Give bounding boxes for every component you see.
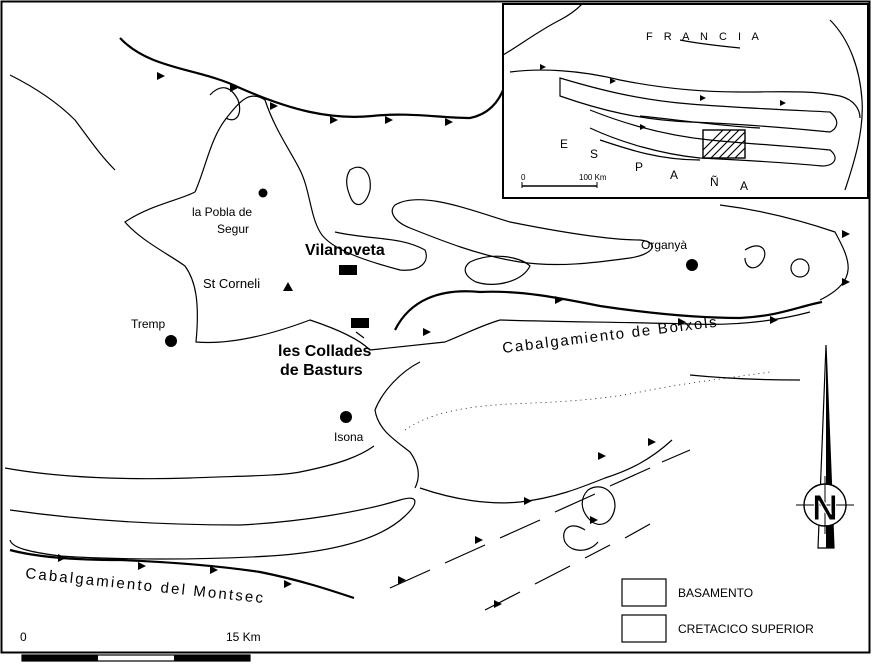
inset-inner-line-1	[639, 115, 761, 129]
legend-basamento-label: BASAMENTO	[678, 586, 753, 600]
scale-bar: 0 15 Km	[20, 630, 261, 662]
vilanoveta-site-marker	[339, 265, 357, 275]
fault-oval	[581, 486, 616, 525]
inset-south-belt	[589, 109, 836, 167]
montsec-thrust-label: Cabalgamiento del Montsec	[25, 565, 266, 607]
inset-scale-label: 100 Km	[579, 173, 607, 182]
small-lens	[464, 255, 531, 285]
legend-cretacico-label: CRETACICO SUPERIOR	[678, 622, 814, 636]
lower-right-contact	[689, 374, 801, 381]
scale-bar-segment-1	[22, 655, 98, 661]
northern-thrust-line	[119, 37, 507, 120]
boixols-thrust-label: Cabalgamiento de Boixols	[501, 314, 719, 357]
vilanoveta-label: Vilanoveta	[305, 242, 385, 259]
inset-espana-p: P	[635, 160, 643, 174]
organya-arc	[744, 245, 766, 269]
inset-espana-e: E	[560, 137, 568, 151]
pobla-label-line2: Segur	[217, 222, 249, 236]
south-west-contact-upper	[4, 445, 375, 480]
collades-label-line1: les Collades	[278, 343, 371, 360]
thrust-teeth	[58, 72, 850, 608]
inset-study-area-hatch	[702, 129, 746, 159]
boixols-thrust-line	[394, 290, 823, 331]
inset-axial-zone	[559, 77, 838, 133]
inset-frame	[502, 3, 869, 199]
fault-hook	[563, 525, 599, 551]
inset-pyrenees-north	[509, 69, 861, 119]
eastern-contact	[719, 204, 849, 301]
tremp-dot	[165, 335, 177, 347]
pobla-label-line1: la Pobla de	[192, 205, 252, 219]
inset-teeth	[540, 64, 786, 130]
inset-coast-west	[502, 3, 583, 56]
organya-label: Organyà	[641, 238, 687, 252]
inset-espana-s: S	[590, 147, 598, 161]
pobla-dot	[258, 188, 268, 198]
isona-dot	[340, 411, 352, 423]
inset-inner-line-2	[599, 139, 701, 161]
fault-line-lower	[484, 523, 651, 611]
st-corneli-label: St Corneli	[203, 276, 260, 291]
central-lens	[391, 199, 653, 266]
scale-bar-segment-3	[174, 655, 250, 661]
fault-line-upper	[389, 449, 691, 589]
south-west-lens	[9, 497, 416, 560]
south-east-contact	[419, 439, 673, 504]
upper-left-contact	[9, 74, 116, 171]
scale-distance-label: 15 Km	[226, 630, 261, 644]
tremp-label: Tremp	[131, 317, 166, 331]
legend-cretacico-swatch	[621, 614, 667, 643]
inset-espana-a1: A	[670, 168, 678, 182]
scale-zero-label: 0	[20, 630, 27, 644]
inset-coast-east	[829, 19, 863, 191]
pobla-lobe-outline	[194, 95, 427, 271]
map-frame	[0, 0, 871, 654]
dotted-boundary	[404, 371, 771, 431]
small-ring	[790, 258, 810, 278]
tremp-basin-outline	[124, 191, 501, 351]
inset-study-area	[702, 129, 746, 159]
inset-inner-line-3	[679, 39, 741, 49]
pobla-bump	[209, 87, 241, 121]
collades-label-line2: de Basturs	[280, 362, 363, 379]
north-label: N	[812, 487, 838, 528]
inset-francia-label: F R A N C I A	[646, 31, 763, 43]
organya-dot	[686, 259, 698, 271]
isona-contact	[374, 361, 421, 489]
island-north	[346, 166, 371, 206]
legend: BASAMENTO CRETACICO SUPERIOR	[621, 578, 814, 643]
collades-site-marker	[351, 318, 369, 328]
north-arrow: N	[796, 344, 854, 549]
legend-basamento-swatch	[621, 578, 667, 607]
boixols-footwall-contact	[499, 311, 811, 325]
inset-espana-a2: A	[740, 179, 748, 193]
inset-scale-zero: 0	[521, 173, 526, 182]
inset-espana-n: Ñ	[710, 175, 719, 189]
st-corneli-triangle	[283, 282, 293, 291]
isona-label: Isona	[334, 430, 364, 444]
collades-tick	[355, 331, 365, 339]
inset-map: F R A N C I A E S P A Ñ A 0 100 Km	[502, 3, 869, 199]
